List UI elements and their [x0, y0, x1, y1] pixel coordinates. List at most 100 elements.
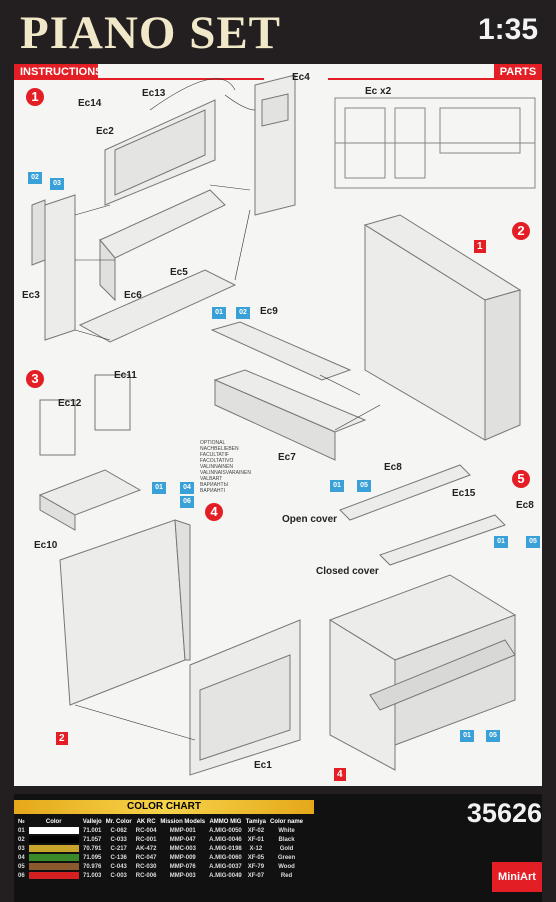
color-chart-cell-mission: MMP-003 [169, 873, 196, 880]
part-label-ec12: Ec12 [58, 398, 82, 409]
subassembly-ref-1: 1 [474, 240, 486, 253]
step-1-badge: 1 [26, 88, 44, 106]
paint-code: 02 [28, 172, 42, 184]
piano-body-subassembly-1 [363, 214, 522, 441]
paint-code: 04 [180, 482, 194, 494]
assembly-lines-step1 [74, 78, 256, 341]
color-swatch-chip [28, 827, 79, 834]
bench-legs [39, 374, 131, 456]
color-chart-cell-name: Green [277, 855, 296, 862]
color-chart-cell-mission: MMC-003 [169, 846, 196, 853]
paint-code: 01 [152, 482, 166, 494]
color-chart-header: Mission Models [160, 819, 206, 825]
color-swatch [27, 827, 81, 836]
part-label-ec4: Ec4 [292, 72, 310, 83]
base-ec5 [78, 269, 237, 343]
color-chart-cell-tamiya: XF-02 [247, 828, 265, 835]
kit-title: PIANO SET [20, 7, 282, 59]
part-label-ec10: Ec10 [34, 540, 58, 551]
color-chart-cell-mission: MMP-001 [169, 828, 196, 835]
color-chart-cell-vallejo: 71.057 [83, 837, 102, 844]
color-chart-cell-ammo: A.MIG-0060 [209, 855, 242, 862]
product-number: 35626 [466, 798, 542, 828]
step-5-badge: 5 [512, 470, 530, 488]
part-label-ec5: Ec5 [170, 267, 188, 278]
color-chart-cell-akrc: RC-030 [135, 864, 157, 871]
color-chart-cell-name: Black [278, 837, 295, 844]
color-chart-header: Tamiya [245, 819, 267, 825]
color-chart-cell-akrc: RC-006 [135, 873, 157, 880]
color-swatch-chip [28, 863, 79, 871]
open-cover-label: Open cover [282, 514, 338, 525]
part-label-ec13: Ec13 [142, 88, 166, 99]
step-4-badge: 4 [205, 503, 223, 521]
color-chart-header: AK RC [136, 819, 156, 825]
color-chart-cell-n: 04 [18, 855, 25, 862]
color-chart-cell-tamiya: X-12 [249, 846, 263, 853]
paint-code: 05 [486, 730, 500, 742]
sprue-label: Ec x2 [365, 86, 392, 97]
color-swatch [27, 863, 81, 872]
color-chart-header: № [18, 819, 25, 825]
color-chart-cell-ammo: A.MIG-0046 [209, 837, 242, 844]
color-chart-cell-tamiya: XF-79 [247, 864, 265, 871]
color-chart-title: COLOR CHART [14, 800, 314, 814]
paint-code: 06 [180, 496, 194, 508]
color-chart-cell-n: 02 [18, 837, 25, 844]
color-chart-header: Mr. Color [105, 819, 132, 825]
step-3-badge: 3 [26, 370, 44, 388]
instructions-header: INSTRUCTIONS [14, 64, 103, 80]
keyboard-ec9 [210, 321, 352, 381]
paint-code: 01 [212, 307, 226, 319]
color-chart-cell-mrcolor: C-217 [110, 846, 127, 853]
color-chart-cell-mrcolor: C-033 [110, 837, 127, 844]
color-chart-cell-mission: MMP-009 [169, 855, 196, 862]
brand-logo: MiniArt [492, 862, 542, 892]
color-chart-cell-n: 06 [18, 873, 25, 880]
color-chart-header: AMMO MIG [209, 819, 242, 825]
side-panel-ec4 [254, 74, 296, 216]
part-label-ec1: Ec1 [254, 760, 272, 771]
color-chart-cell-ammo: A.MIG-0049 [209, 873, 242, 880]
paint-code: 05 [357, 480, 371, 492]
color-chart-cell-n: 03 [18, 846, 25, 853]
part-label-ec8-closed: Ec8 [516, 500, 534, 511]
color-chart-cell-akrc: RC-047 [135, 855, 157, 862]
color-chart-cell-tamiya: XF-01 [247, 837, 265, 844]
cover-open-ec8 [339, 464, 471, 521]
color-chart-row: 04 71.095 C-136 RC-047 MMP-009 A.MIG-0060 XF-0… [16, 854, 305, 863]
cabinet-subassembly [59, 519, 301, 776]
subassembly-ref-2: 2 [56, 732, 68, 745]
parts-header: PARTS [494, 64, 542, 80]
color-chart-cell-tamiya: XF-05 [247, 855, 265, 862]
color-swatch-chip [28, 872, 79, 880]
paint-code: 02 [236, 307, 250, 319]
color-chart-cell-mrcolor: C-136 [110, 855, 127, 862]
color-swatch [27, 836, 81, 845]
step-2-badge: 2 [512, 222, 530, 240]
color-chart-header: Vallejo [82, 819, 102, 825]
color-chart-cell-akrc: RC-004 [135, 828, 157, 835]
color-chart-cell-tamiya: XF-07 [247, 873, 265, 880]
color-chart-cell-n: 01 [18, 828, 25, 835]
part-label-ec11: Ec11 [114, 370, 137, 381]
color-swatch-chip [28, 845, 79, 853]
paint-code: 01 [460, 730, 474, 742]
parts-sprue [334, 97, 536, 189]
color-swatch [27, 845, 81, 854]
color-chart-cell-name: Gold [279, 846, 294, 853]
color-chart-cell-akrc: AK-472 [135, 846, 157, 853]
color-chart-cell-mrcolor: C-003 [110, 873, 127, 880]
color-chart-cell-vallejo: 71.095 [83, 855, 102, 862]
color-chart-cell-mrcolor: C-043 [110, 864, 127, 871]
keybed-ec7 [213, 369, 367, 461]
color-chart-cell-name: White [278, 828, 295, 835]
color-chart-cell-vallejo: 70.791 [83, 846, 102, 853]
front-panel-ec2 [104, 99, 216, 206]
